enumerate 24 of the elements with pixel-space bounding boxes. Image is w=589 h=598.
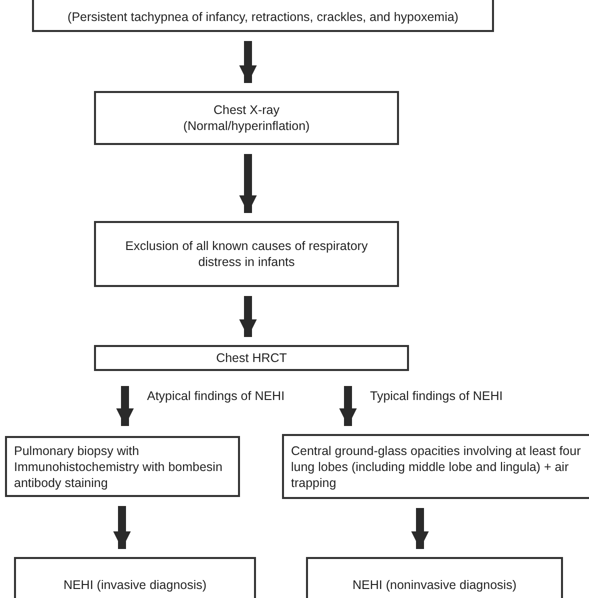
arrow (411, 508, 429, 549)
process-box (94, 345, 409, 371)
process-box (306, 557, 563, 598)
process-box (94, 221, 399, 287)
box-text: Exclusion of all known causes of respiratory distress in infants (124, 238, 369, 270)
box-text: Central ground-glass opacities involving at least four lung lobes (including middle lobe and lingula) + air trapping (291, 442, 582, 490)
process-box (14, 557, 256, 598)
box-text: Pulmonary biopsy with Immunohistochemistry with bombesin antibody staining (14, 442, 224, 490)
process-box (94, 91, 399, 145)
box-text: NEHI (noninvasive diagnosis) (352, 577, 516, 593)
arrow (116, 386, 134, 426)
process-box (282, 434, 589, 499)
process-box (5, 436, 240, 497)
box-text: NEHI (invasive diagnosis) (63, 577, 207, 593)
box-text: (Normal/hyperinflation) (183, 118, 310, 134)
arrow (239, 296, 257, 337)
box-text: Chest X-ray (214, 102, 280, 118)
box-text: (Persistent tachypnea of infancy, retractions, crackles, and hypoxemia) (68, 9, 458, 25)
arrow (339, 386, 357, 426)
edge-label: Typical findings of NEHI (368, 388, 505, 404)
arrow (239, 154, 257, 213)
box-text: Chest HRCT (216, 350, 287, 366)
arrow (113, 506, 131, 549)
arrow (239, 41, 257, 83)
